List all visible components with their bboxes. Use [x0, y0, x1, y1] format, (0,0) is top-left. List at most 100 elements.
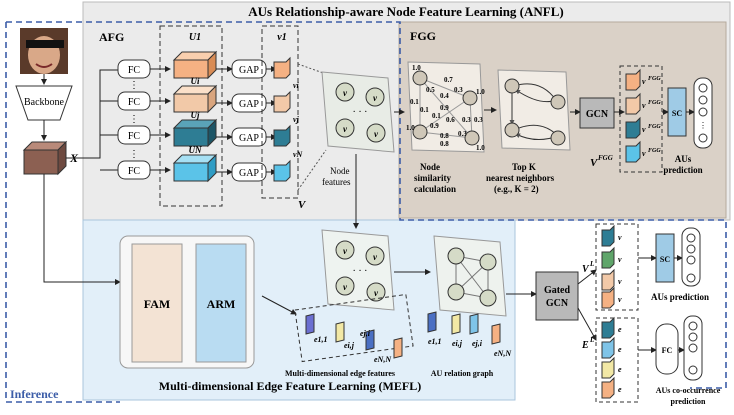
v-label-1: v1 [277, 32, 286, 43]
edge-features-box [294, 293, 414, 363]
afg-gap-column: GAP GAP GAP GAP [231, 59, 267, 182]
mefl-au-prediction-label: AUs prediction [651, 292, 709, 302]
svg-text:v: v [343, 88, 348, 98]
svg-text:GAP: GAP [239, 65, 259, 76]
e-l-vectors: e e e e [601, 316, 622, 399]
mefl-sc-label: SC [660, 255, 670, 264]
svg-text:0.4: 0.4 [440, 92, 449, 100]
svg-text:0.8: 0.8 [440, 140, 449, 148]
svg-text:GAP: GAP [239, 133, 259, 144]
svg-text:0.9: 0.9 [430, 122, 439, 130]
arm-label: ARM [207, 297, 236, 311]
anfl-title: AUs Relationship-aware Node Feature Lear… [248, 4, 563, 19]
v-l-label: V [582, 264, 590, 275]
u-label-1: U1 [189, 32, 201, 43]
svg-text:0.5: 0.5 [426, 86, 435, 94]
svg-text:FC: FC [128, 97, 141, 108]
topk-caption-1: Top K [512, 162, 536, 172]
v-label-n: vN [293, 150, 304, 159]
gated-gcn-label-2: GCN [546, 298, 569, 309]
mefl-prediction-vector [681, 227, 701, 287]
face-image [20, 28, 68, 74]
svg-text:v: v [618, 277, 622, 286]
fgg-sc-label: SC [672, 109, 682, 118]
v-vectors [273, 56, 291, 182]
afg-label: AFG [99, 30, 124, 44]
svg-text:0.1: 0.1 [420, 106, 429, 114]
edge-label-11: e1,1 [314, 335, 328, 344]
svg-text:v: v [343, 246, 348, 256]
svg-text:v: v [618, 295, 622, 304]
mefl-fc-label: FC [662, 346, 673, 355]
inference-label: Inference [10, 387, 59, 401]
svg-text:⋮: ⋮ [129, 149, 139, 160]
svg-text:0.1: 0.1 [432, 112, 441, 120]
svg-text:1.0: 1.0 [476, 88, 485, 96]
similarity-values: 1.0 0.7 0.5 0.4 0.1 0.3 0.1 0.9 1.0 0.1 … [406, 64, 485, 152]
similarity-caption-2: similarity [414, 173, 451, 183]
mefl-node-plane: v v v v · · · [321, 229, 395, 311]
fgg-label: FGG [410, 29, 436, 43]
u-label-j: Uj [191, 110, 200, 120]
v-set-label: V [298, 199, 307, 211]
svg-text:v: v [374, 129, 379, 139]
edge-label-nn: eN,N [374, 355, 392, 364]
v-group-box [261, 25, 299, 199]
cooccurrence-vector [683, 315, 703, 381]
relation-edge-label-11: e1,1 [428, 337, 442, 346]
svg-text:FGG: FGG [648, 148, 661, 154]
svg-text:FC: FC [128, 65, 141, 76]
svg-text:⋮: ⋮ [129, 114, 139, 125]
svg-text:FC: FC [128, 166, 141, 177]
cooccurrence-label-2: prediction [671, 397, 707, 406]
svg-text:e: e [618, 365, 622, 374]
svg-text:v: v [618, 233, 622, 242]
v-label-i: vi [293, 81, 300, 90]
u-label-i: Ui [191, 76, 200, 86]
svg-text:0.1: 0.1 [410, 98, 419, 106]
fgg-gcn-label: GCN [586, 109, 609, 120]
svg-text:e: e [618, 325, 622, 334]
similarity-graph [407, 61, 485, 153]
svg-text:0.3: 0.3 [474, 116, 483, 124]
e-l-sup: L [589, 336, 594, 344]
node-features-label-1: Node [330, 166, 350, 176]
v-l-sup: L [589, 260, 594, 268]
svg-text:· · ·: · · · [353, 266, 368, 277]
v-l-box [595, 223, 639, 311]
svg-text:v: v [642, 77, 646, 86]
backbone-block [15, 85, 73, 121]
svg-text:⋮: ⋮ [699, 121, 707, 130]
topk-caption-3: (e.g., K = 2) [494, 184, 539, 194]
e-l-label: E [581, 340, 589, 351]
similarity-caption-3: calculation [414, 184, 456, 194]
inference-boundary [6, 21, 727, 389]
svg-text:1.0: 1.0 [406, 124, 415, 132]
svg-text:1.0: 1.0 [412, 64, 421, 72]
svg-text:e: e [618, 345, 622, 354]
u-block-j [172, 118, 218, 148]
fgg-gcn-block [579, 97, 615, 129]
relation-edge-label-nn: eN,N [494, 349, 512, 358]
edge-label-ji: ej,i [360, 329, 371, 338]
svg-text:0.7: 0.7 [444, 76, 453, 84]
inference-boundary-left [5, 22, 120, 403]
arm-block [195, 243, 247, 363]
v-label-j: vj [293, 115, 300, 124]
svg-text:v: v [642, 149, 646, 158]
svg-text:0.3: 0.3 [462, 116, 471, 124]
svg-text:GAP: GAP [239, 99, 259, 110]
u-block-n [172, 153, 218, 183]
backbone-label: Backbone [24, 97, 65, 108]
relation-graph-caption: AU relation graph [431, 369, 494, 378]
node-features-plane: v v v v · · · [321, 71, 395, 153]
edge-feature-blocks [305, 313, 403, 359]
v-fgg-label: V [590, 157, 599, 169]
svg-text:FGG: FGG [648, 76, 661, 82]
svg-text:v: v [374, 288, 379, 298]
fgg-prediction-label-2: prediction [663, 165, 702, 175]
svg-text:v: v [343, 282, 348, 292]
svg-text:v: v [618, 255, 622, 264]
mefl-label: Multi-dimensional Edge Feature Learning … [159, 379, 421, 393]
au-relation-graph [433, 235, 507, 317]
